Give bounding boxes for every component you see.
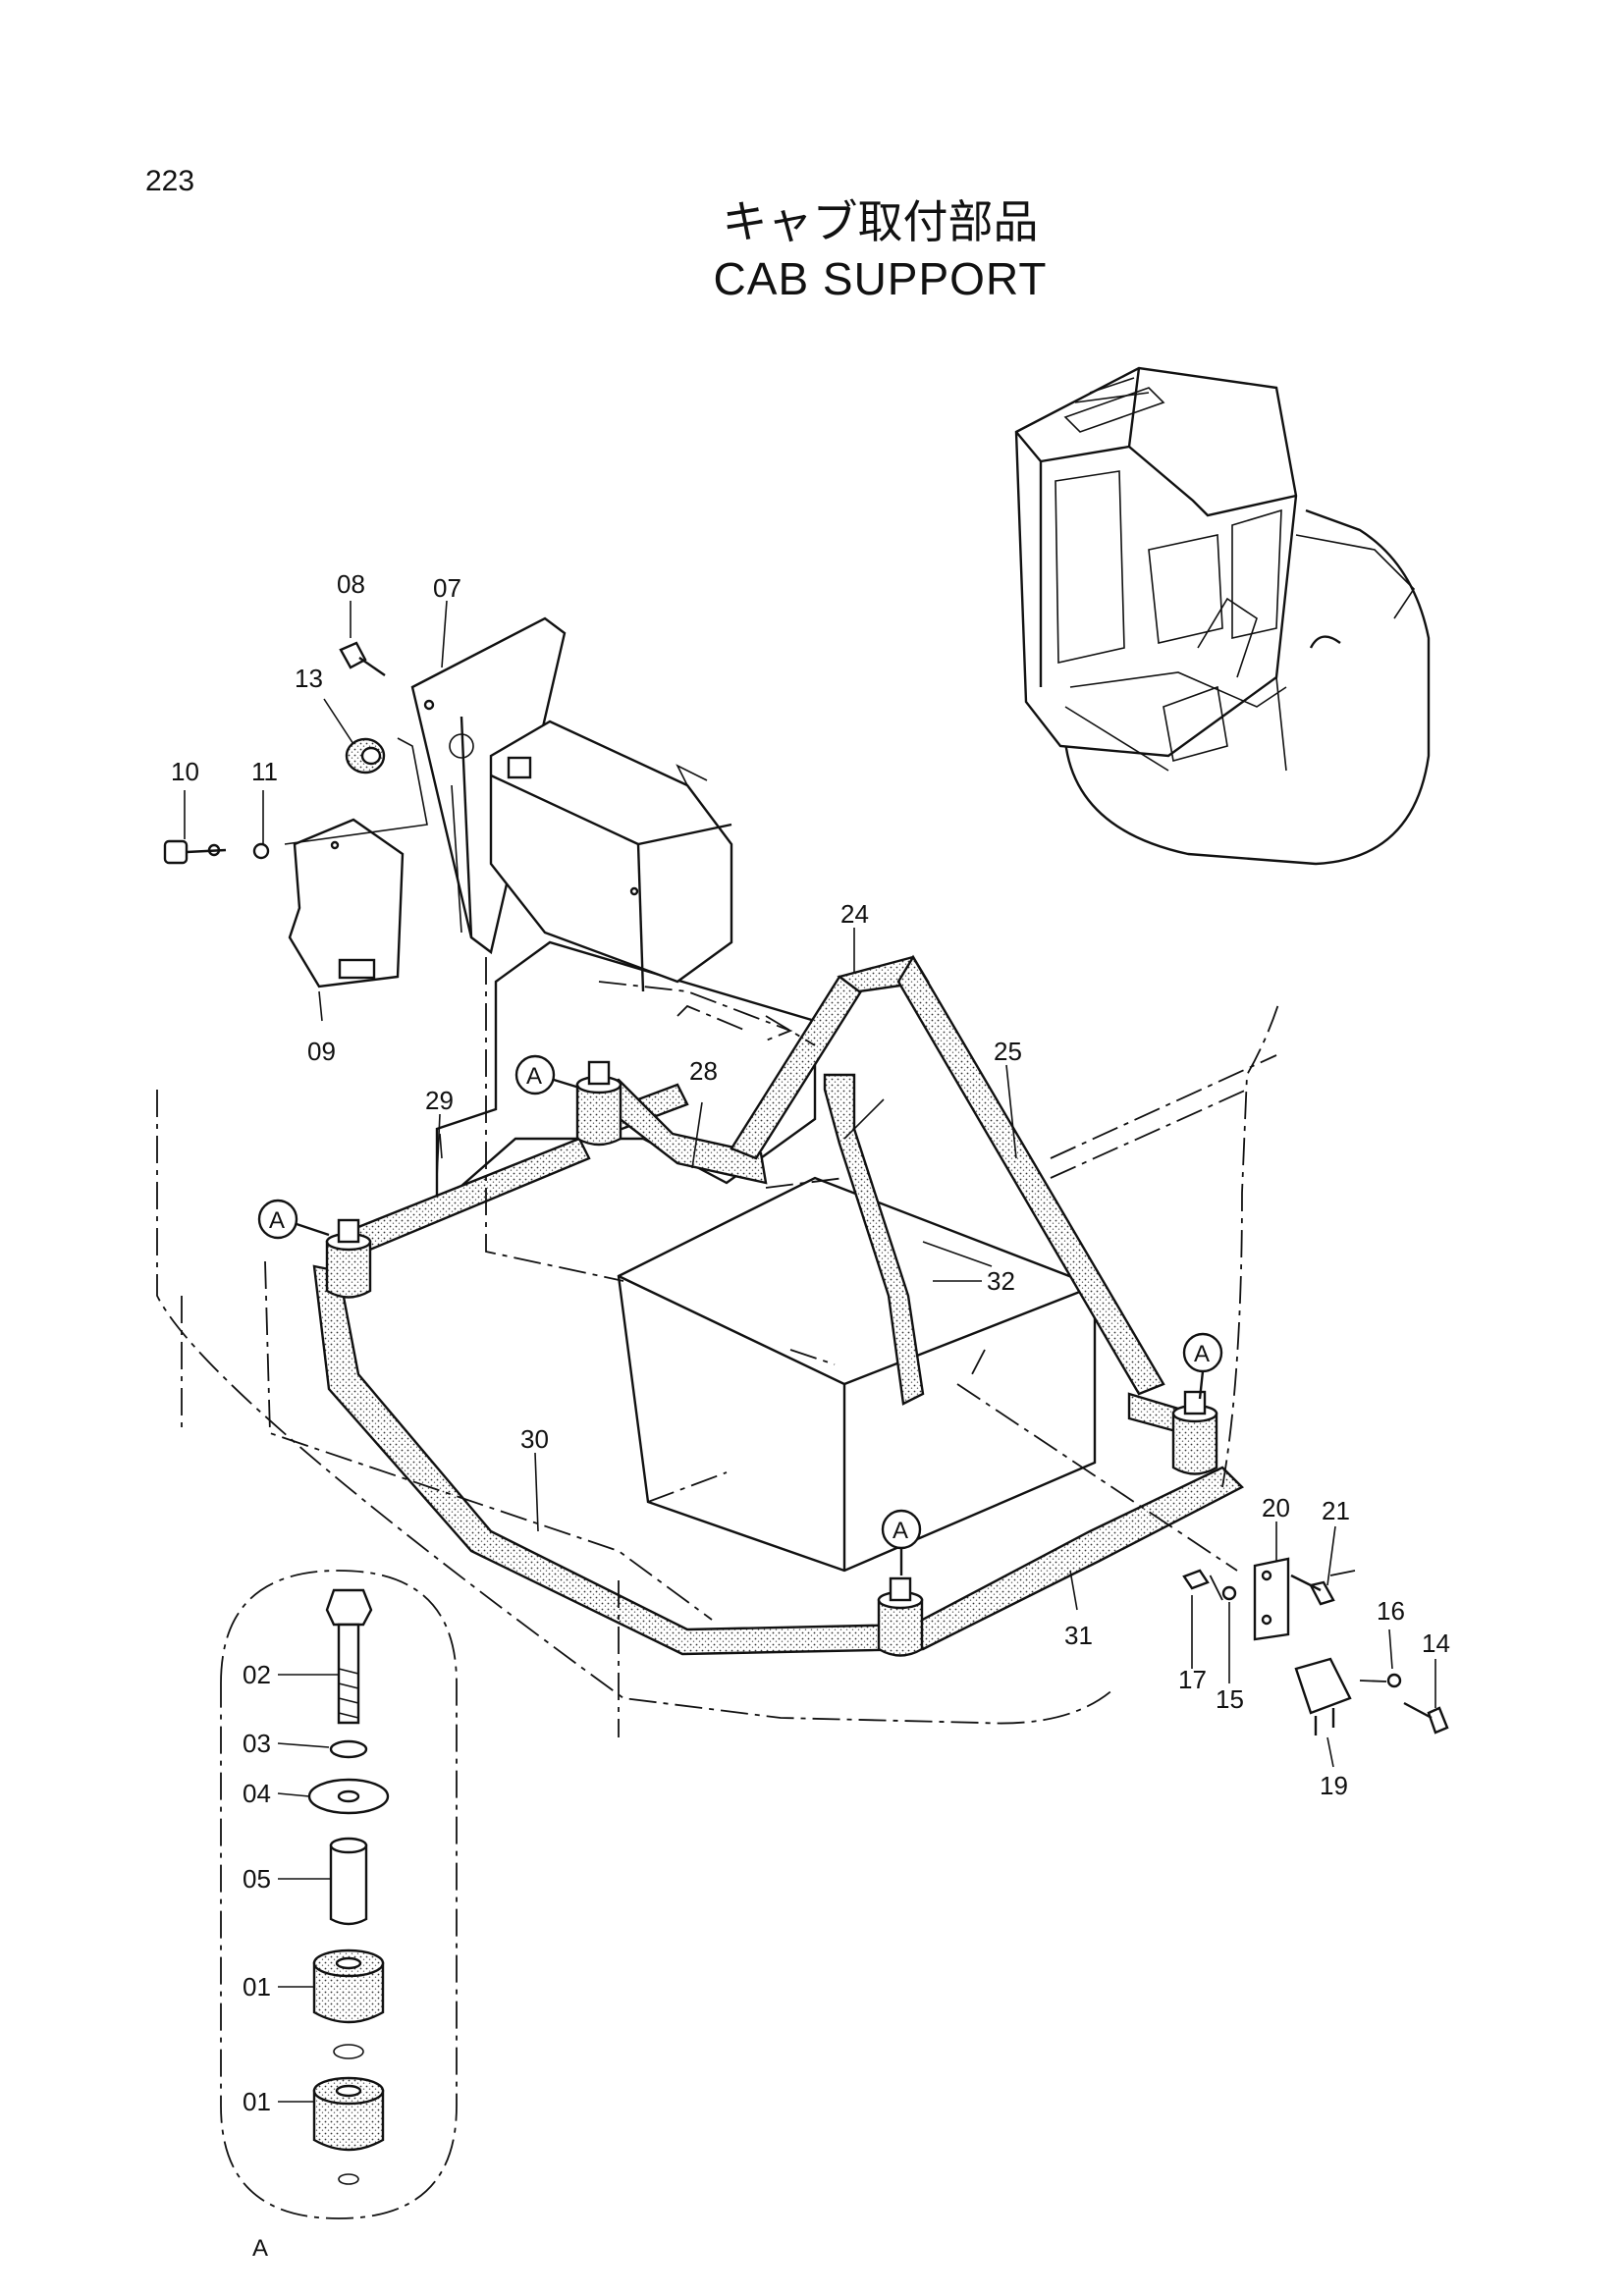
center-lines xyxy=(156,957,1387,1737)
label-05: 05 xyxy=(243,1864,271,1894)
label-31: 31 xyxy=(1064,1621,1093,1650)
label-19: 19 xyxy=(1320,1771,1348,1800)
label-13: 13 xyxy=(295,664,323,693)
mount-rear-left xyxy=(575,1060,622,1147)
svg-text:A: A xyxy=(893,1518,908,1544)
label-25: 25 xyxy=(994,1037,1022,1066)
machine-overview-illustration xyxy=(1014,366,1431,866)
detail-rubber-lower-01 xyxy=(312,2076,385,2152)
cab-frame-rails xyxy=(312,954,1245,1656)
marker-a-front-right: A xyxy=(881,1509,922,1575)
detail-view-a: A xyxy=(220,1570,458,2262)
label-07: 07 xyxy=(433,573,461,603)
mount-markers: A A A A xyxy=(257,1054,1223,1575)
detail-washer-04 xyxy=(307,1778,390,1815)
detail-collar-05 xyxy=(329,1837,368,1926)
label-10: 10 xyxy=(171,757,199,786)
knob-screw-10 xyxy=(163,839,270,865)
mount-front-right xyxy=(877,1576,924,1657)
svg-text:A: A xyxy=(1194,1341,1210,1367)
label-03: 03 xyxy=(243,1729,271,1758)
label-21: 21 xyxy=(1322,1496,1350,1525)
relay-bracket-assembly xyxy=(1182,1557,1449,1735)
frame-rubber-mounts xyxy=(325,1060,1218,1657)
part-number-labels: 08 07 13 10 11 09 24 25 28 29 32 30 31 2… xyxy=(171,569,1450,2116)
label-15: 15 xyxy=(1216,1684,1244,1714)
title-block: キャブ取付部品 CAB SUPPORT xyxy=(0,192,1623,306)
label-14: 14 xyxy=(1422,1629,1450,1658)
label-20: 20 xyxy=(1262,1493,1290,1522)
svg-text:A: A xyxy=(526,1063,542,1090)
marker-a-rear-right: A xyxy=(1182,1332,1223,1400)
seat-box-illustration xyxy=(435,940,1097,1573)
detail-lock-washer-03 xyxy=(329,1739,368,1759)
label-30: 30 xyxy=(520,1424,549,1454)
label-08: 08 xyxy=(337,569,365,599)
page-title-english: CAB SUPPORT xyxy=(713,253,1048,304)
detail-bolt-02 xyxy=(325,1588,373,1725)
mount-rear-right xyxy=(1171,1390,1218,1475)
label-29: 29 xyxy=(425,1086,454,1115)
cover-plate xyxy=(288,818,405,988)
label-02: 02 xyxy=(243,1660,271,1689)
label-28: 28 xyxy=(689,1056,718,1086)
label-04: 04 xyxy=(243,1779,271,1808)
label-32: 32 xyxy=(987,1266,1015,1296)
label-01-upper: 01 xyxy=(243,1972,271,2002)
marker-a-rear-left: A xyxy=(514,1054,580,1095)
label-24: 24 xyxy=(840,899,869,929)
label-01-lower: 01 xyxy=(243,2087,271,2116)
label-16: 16 xyxy=(1377,1596,1405,1626)
bracket-assembly xyxy=(163,616,733,992)
label-09: 09 xyxy=(307,1037,336,1066)
page-number: 223 xyxy=(145,165,195,197)
marker-a-front-left: A xyxy=(257,1199,330,1240)
svg-text:A: A xyxy=(269,1207,285,1234)
label-17: 17 xyxy=(1178,1665,1207,1694)
detail-view-label: A xyxy=(252,2235,268,2262)
leader-lines xyxy=(184,600,1436,2103)
mount-front-left xyxy=(325,1218,372,1299)
grommet-13 xyxy=(345,737,386,774)
detail-rubber-upper-01 xyxy=(312,1949,385,2024)
bolt-08 xyxy=(339,641,386,676)
label-11: 11 xyxy=(251,757,278,786)
page-title-japanese: キャブ取付部品 xyxy=(722,195,1039,248)
